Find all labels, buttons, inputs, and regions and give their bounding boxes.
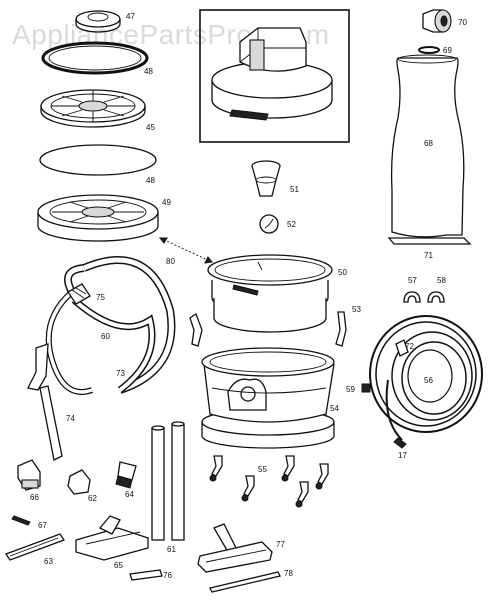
part-76-squeegee-strip: [129, 569, 163, 581]
part-54-tank: [201, 347, 335, 449]
part-62-adapter: [67, 469, 91, 495]
part-67-spring: [11, 515, 31, 526]
part-69-washer: [418, 46, 440, 54]
part-68-filter-bag: [390, 54, 465, 238]
part-60-hose: [45, 256, 176, 395]
part-47-cap: [75, 10, 121, 33]
part-74-handle-wand: [27, 343, 63, 461]
part-45-filter-cage: [40, 89, 146, 128]
part-75-hose-cuff: [67, 283, 91, 305]
callout-54: 54: [330, 404, 339, 413]
part-56-cord-coil: [369, 315, 483, 441]
callout-59: 59: [346, 385, 355, 394]
part-80-arrow: [158, 237, 213, 264]
callout-65: 65: [114, 561, 123, 570]
callout-63: 63: [44, 557, 53, 566]
part-58-clip: [427, 291, 445, 303]
part-65-floor-tool: [75, 515, 149, 561]
callout-67: 67: [38, 521, 47, 530]
callout-70: 70: [458, 18, 467, 27]
callout-48-top: 48: [144, 67, 153, 76]
callout-52: 52: [287, 220, 296, 229]
part-64-brush: [115, 461, 137, 489]
part-70-knob: [422, 9, 452, 33]
callout-68: 68: [424, 139, 433, 148]
part-50-collar: [207, 254, 333, 333]
part-49-filter-base: [37, 194, 159, 242]
callout-62: 62: [88, 494, 97, 503]
callout-78: 78: [284, 569, 293, 578]
part-48-filter-disc: [39, 144, 157, 176]
callout-66: 66: [30, 493, 39, 502]
callout-58: 58: [437, 276, 446, 285]
part-48-gasket-ring: [41, 41, 149, 75]
callout-77: 77: [276, 540, 285, 549]
callout-74: 74: [66, 414, 75, 423]
callout-64: 64: [125, 490, 134, 499]
callout-71: 71: [424, 251, 433, 260]
callout-48-bottom: 48: [146, 176, 155, 185]
part-71-strip: [387, 237, 472, 245]
callout-47: 47: [126, 12, 135, 21]
part-51-coupling: [251, 160, 281, 197]
part-53-latch-right: [335, 311, 347, 347]
part-77-squeegee: [197, 523, 273, 573]
part-63-crevice-tool: [5, 533, 65, 561]
callout-53: 53: [352, 305, 361, 314]
part-17-plug: [393, 437, 407, 449]
callout-60: 60: [101, 332, 110, 341]
part-57-clip: [403, 291, 421, 303]
callout-76: 76: [163, 571, 172, 580]
part-78-blade: [209, 571, 281, 593]
callout-50: 50: [338, 268, 347, 277]
part-66-nozzle: [17, 459, 41, 491]
callout-69: 69: [443, 46, 452, 55]
part-61-wand-tubes: [151, 421, 185, 541]
callout-56: 56: [424, 376, 433, 385]
callout-55: 55: [258, 465, 267, 474]
part-55-casters: [209, 455, 329, 508]
callout-75: 75: [96, 293, 105, 302]
callout-49: 49: [162, 198, 171, 207]
callout-45: 45: [146, 123, 155, 132]
callout-72: 72: [405, 342, 414, 351]
callout-51: 51: [290, 185, 299, 194]
part-53-latch-left: [189, 313, 203, 347]
callout-61: 61: [167, 545, 176, 554]
part-59-strain-relief: [361, 383, 371, 393]
part-52-float-ball: [259, 214, 279, 234]
callout-17: 17: [398, 451, 407, 460]
callout-73: 73: [116, 369, 125, 378]
callout-57: 57: [408, 276, 417, 285]
motor-head-inset: [199, 9, 350, 143]
callout-80: 80: [166, 257, 175, 266]
